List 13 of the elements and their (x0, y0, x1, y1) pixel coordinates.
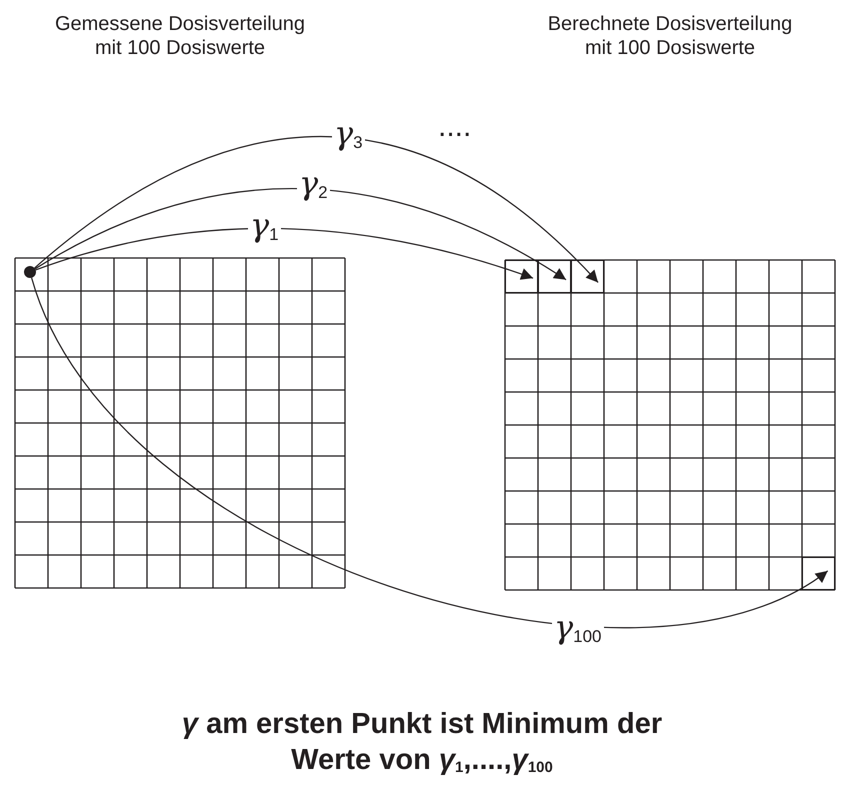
arrow (31, 278, 828, 628)
grid-cell (571, 260, 604, 293)
grid-cell (802, 557, 835, 590)
grid-heading: Berechnete Dosisverteilung mit 100 Dosiswerte (546, 12, 794, 60)
grid-cell (538, 260, 571, 293)
ellipsis-note: .... (438, 112, 472, 142)
caption: γ am ersten Punkt ist Minimum der Werte von γ$_{1}$,....,γ$_{100}$ (180, 707, 664, 778)
start-point-dot (24, 266, 36, 278)
arrow (34, 188, 566, 280)
arrow (35, 228, 534, 280)
grid-heading: Gemessene Dosisverteilung mit 100 Dosiswerte (54, 12, 306, 60)
grid-cell (505, 260, 538, 293)
arrow (34, 136, 598, 283)
